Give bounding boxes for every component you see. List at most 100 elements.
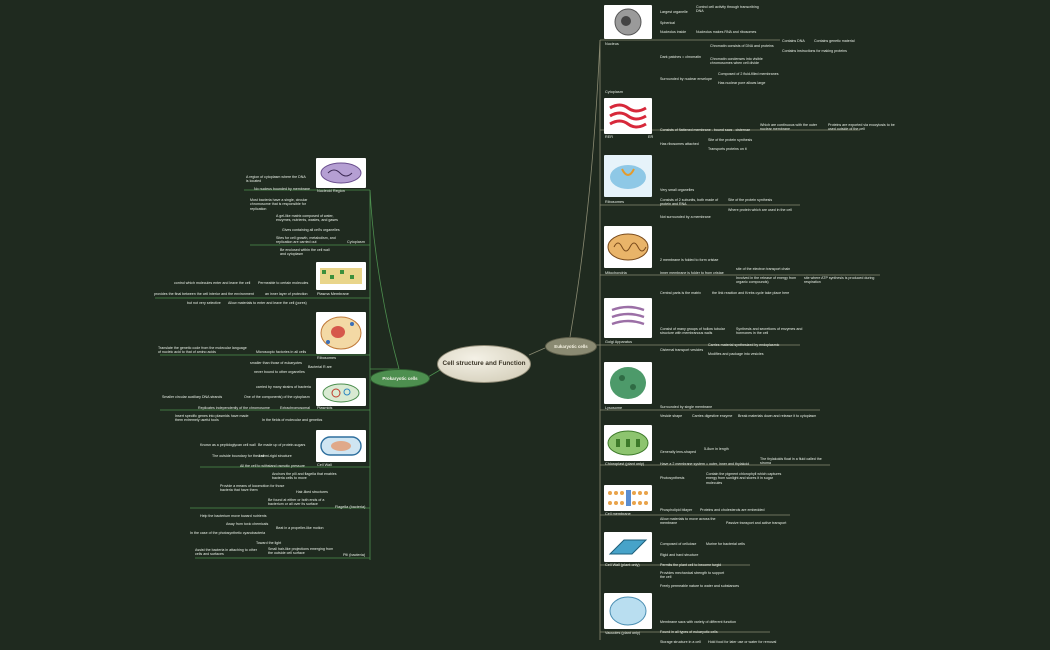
pili-item: Assist the bacteria in attaching to othe… xyxy=(195,548,257,557)
vacuole-item: Storage structure in a cell xyxy=(660,640,701,644)
nucleus-item: Has nuclear pore allows large xyxy=(718,81,766,85)
chloro-item: The thylakoids float in a fluid called t… xyxy=(760,457,822,466)
ribosomes-item: Translate the genetic code from the mole… xyxy=(158,346,247,355)
cell-membrane-illustration xyxy=(604,485,652,511)
flagella-label[interactable]: Flagella (bacteria) xyxy=(335,505,366,509)
plasmids-item: Insert specific genes into plasmids have… xyxy=(175,414,249,423)
nucleus-item: Composed of 2 fluid-filled membranes xyxy=(718,72,779,76)
ribosomes-euk-label[interactable]: Ribosomes xyxy=(605,200,624,204)
golgi-item: Modifies and package into vesicles xyxy=(708,352,764,356)
plasma-membrane-illustration xyxy=(316,262,366,290)
nucleoid-item: A region of cytoplasm where the DNA is l… xyxy=(246,175,306,184)
plasma-membrane-label[interactable]: Plasma Membrane xyxy=(317,292,349,296)
flagella-item: In the case of the photosynthetic cyanob… xyxy=(190,531,266,535)
nucleus-item: Dark patches = chromatin xyxy=(660,55,702,59)
wall-item: Permits the plant cell to become turgid xyxy=(660,563,722,567)
rer-illustration xyxy=(604,98,652,134)
rer-item: Proteins are exported via exocytosis to … xyxy=(828,123,895,132)
mito-item: 2 membrane is folded to form cristae xyxy=(660,258,719,262)
nucleus-label[interactable]: Nucleus xyxy=(605,42,619,46)
rer-item: Transports proteins on it xyxy=(708,147,747,151)
mitochondria-illustration xyxy=(604,226,652,268)
flagella-item: Toward the light xyxy=(256,541,282,545)
plasmids-item: carried by many strains of bacteria xyxy=(256,385,311,389)
er-label: ER xyxy=(648,135,654,139)
flagella-item: Hair-liked structures xyxy=(296,490,328,494)
rer-item: Site of the protein synthesis xyxy=(708,138,753,142)
ribosomes-item: Microscopic factories in all cells xyxy=(256,350,307,354)
eukaryotic-branch[interactable]: Eukaryotic cells xyxy=(545,337,597,356)
prokaryotic-branch[interactable]: Prokaryotic cells xyxy=(370,369,430,388)
nucleus-item: Chromatin consists of DNA and proteins xyxy=(710,44,774,48)
wall-item: Composed of cellulose xyxy=(660,542,697,546)
chloro-item: Photosynthesis xyxy=(660,476,685,480)
nucleoid-label[interactable]: Nucleoid Region xyxy=(317,189,345,193)
nucleoid-item: No nucleus bounded by membrane xyxy=(254,187,310,191)
lyso-item: Vesicle shape xyxy=(660,414,683,418)
nucleoid-illustration xyxy=(316,158,366,188)
ribosomes-euk-item: Not surrounded by a membrane xyxy=(660,215,711,219)
plasmids-item: Extrachromosomal xyxy=(280,406,310,410)
plasma-item: an inner layer of protection xyxy=(265,292,308,296)
cytoplasm-item: Sites for cell growth, metabolism, and r… xyxy=(276,236,336,245)
vacuole-item: Hold food for later use or water for rem… xyxy=(708,640,777,644)
ribosomes-label[interactable]: Ribosomes xyxy=(317,356,336,360)
pili-item: Small hair-like projections emerging fro… xyxy=(268,547,334,556)
nucleus-illustration xyxy=(604,5,652,39)
ribosomes-euk-item: Site of the protein synthesis xyxy=(728,198,773,202)
rer-item: Consists of flattened membrane - bound s… xyxy=(660,128,751,132)
cell-wall-label[interactable]: Cell Wall xyxy=(317,463,332,467)
lyso-item: Break materials down and release it to c… xyxy=(738,414,817,418)
cellwall-item: Known as a peptidoglycan cell wall xyxy=(200,443,256,447)
chloroplast-label[interactable]: Chloroplast (plant only) xyxy=(605,462,645,466)
vacuole-item: Found in all types of eukaryotic cells xyxy=(660,630,718,634)
nucleus-item: Largest organelle xyxy=(660,10,688,14)
rer-label[interactable]: RER xyxy=(605,135,614,139)
nucleus-item: Nucleolus inside xyxy=(660,30,687,34)
ribosomes-item: smaller than those of eukaryotes xyxy=(250,361,302,365)
ribosomes-item: never bound to other organelles xyxy=(254,370,305,374)
lysosome-label[interactable]: Lysosome xyxy=(605,406,623,410)
plasmids-illustration xyxy=(316,378,366,406)
mitochondria-label[interactable]: Mitochondria xyxy=(605,271,627,275)
nucleus-item: Spherical xyxy=(660,21,675,25)
cytoplasm-item: Most bacteria have a single, circular ch… xyxy=(250,198,308,211)
cytoplasm-label[interactable]: Cytoplasm xyxy=(347,240,365,244)
golgi-label[interactable]: Golgi Apparatus xyxy=(605,340,633,344)
plant-cell-wall-illustration xyxy=(604,532,652,562)
nucleus-item: Contains instructions for making protein… xyxy=(782,49,847,53)
wall-item: Freely permeable nature to water and sub… xyxy=(660,584,740,588)
cellwall-item: Anchors the pili and flagella that enabl… xyxy=(272,472,337,481)
ribosomes-euk-item: Consists of 2 subunits, both made of pro… xyxy=(660,198,719,207)
cytoplasm-item: A gel-like matrix composed of water, enz… xyxy=(276,214,338,223)
pili-label[interactable]: Pili (bacteria) xyxy=(343,553,366,557)
central-topic[interactable]: Cell structure and Function xyxy=(437,345,531,383)
vacuole-illustration xyxy=(604,593,652,629)
golgi-item: Cisternal transport vesicles xyxy=(660,348,704,352)
membrane-item: Passive transport and active transport xyxy=(726,521,787,525)
flagella-item: Away from toxic chemicals xyxy=(226,522,269,526)
cytoplasm-item: Be enclosed within the cell wall and cyt… xyxy=(280,248,330,257)
vacuole-label[interactable]: Vacuoles (plant only) xyxy=(605,631,641,635)
ribosomes-item: Bacterial R are xyxy=(308,365,332,369)
flagella-item: Provide a means of locomotion for those … xyxy=(220,484,285,493)
cytoplasm-euk-label[interactable]: Cytoplasm xyxy=(605,90,623,94)
plasmids-label[interactable]: Plasmids xyxy=(317,406,333,410)
cellwall-item: A semi-rigid structure xyxy=(258,454,292,458)
plasma-item: provides the final between the cell inte… xyxy=(154,292,254,296)
cell-membrane-label[interactable]: Cell membrane xyxy=(605,512,631,516)
nucleus-item: Chromatin condenses into visible chromos… xyxy=(710,57,763,66)
plasma-item: Allow materials to enter and leave the c… xyxy=(228,301,307,305)
membrane-item: Phospholipid bilayer xyxy=(660,508,693,512)
plant-cell-wall-label[interactable]: Cell Wall (plant only) xyxy=(605,563,640,567)
chloro-item: Generally lens-shaped xyxy=(660,450,696,454)
mito-item: Involved in the release of energy from o… xyxy=(736,276,797,285)
ribosomes-euk-item: Where protein which are used in the cell xyxy=(728,208,792,212)
mito-item: site of the electron transport chain xyxy=(736,267,791,271)
golgi-illustration xyxy=(604,298,652,338)
cell-wall-illustration xyxy=(316,430,366,462)
mito-item: Inner membrane is folder to from cristae xyxy=(660,271,724,275)
membrane-item: Allow materials to move across the membr… xyxy=(660,517,716,526)
mito-item: the link reaction and Krebs cycle take p… xyxy=(712,291,790,295)
